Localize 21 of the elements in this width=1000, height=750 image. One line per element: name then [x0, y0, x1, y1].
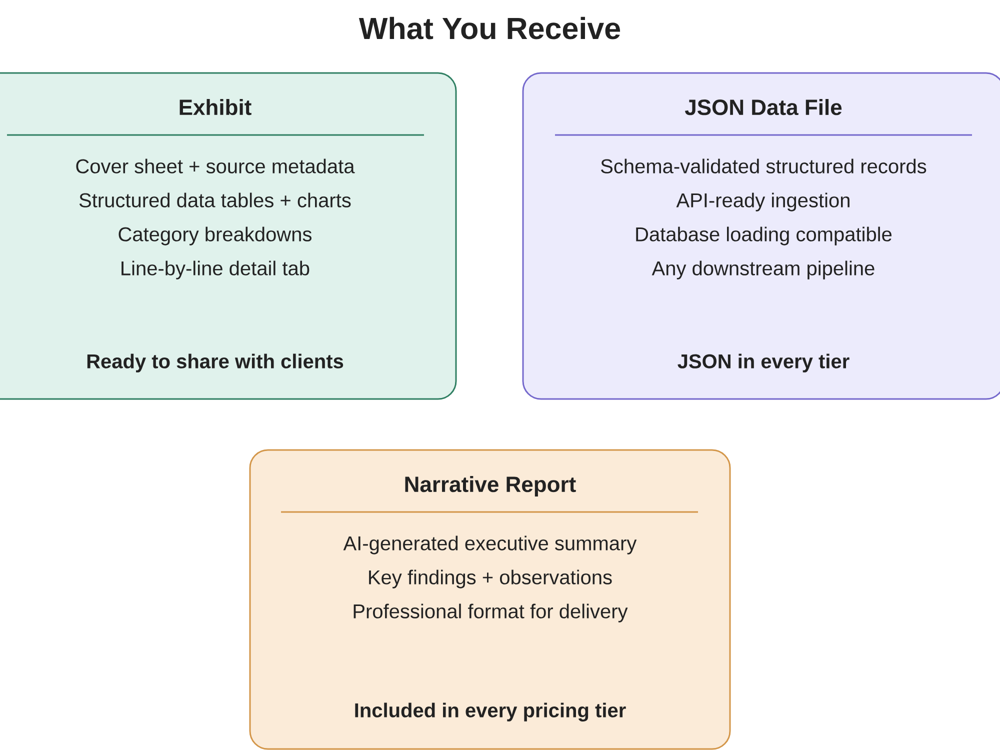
- feature-line: Database loading compatible: [636, 226, 892, 246]
- info-card: [249, 449, 731, 750]
- info-card: [522, 72, 1000, 400]
- feature-line: Line-by-line detail tab: [122, 260, 310, 280]
- diagram-title: What You Receive: [358, 16, 620, 40]
- info-card: [0, 72, 457, 400]
- card-footer: JSON in every tier: [678, 354, 850, 372]
- card-heading: Exhibit: [180, 99, 252, 116]
- card-heading: Narrative Report: [405, 476, 576, 496]
- feature-line: Category breakdowns: [118, 226, 312, 246]
- feature-line: Schema-validated structured records: [601, 158, 926, 174]
- card-heading: JSON Data File: [684, 99, 842, 116]
- feature-line: Any downstream pipeline: [652, 260, 874, 280]
- feature-line: Cover sheet + source metadata: [76, 158, 355, 174]
- feature-line: Structured data tables + charts: [79, 192, 351, 208]
- feature-line: AI-generated executive summary: [343, 536, 637, 554]
- feature-line: Key findings + observations: [369, 570, 612, 588]
- card-footer: Included in every pricing tier: [355, 702, 626, 722]
- feature-line: Professional format for delivery: [354, 604, 628, 622]
- feature-line: API-ready ingestion: [676, 192, 850, 212]
- card-footer: Ready to share with clients: [87, 354, 344, 372]
